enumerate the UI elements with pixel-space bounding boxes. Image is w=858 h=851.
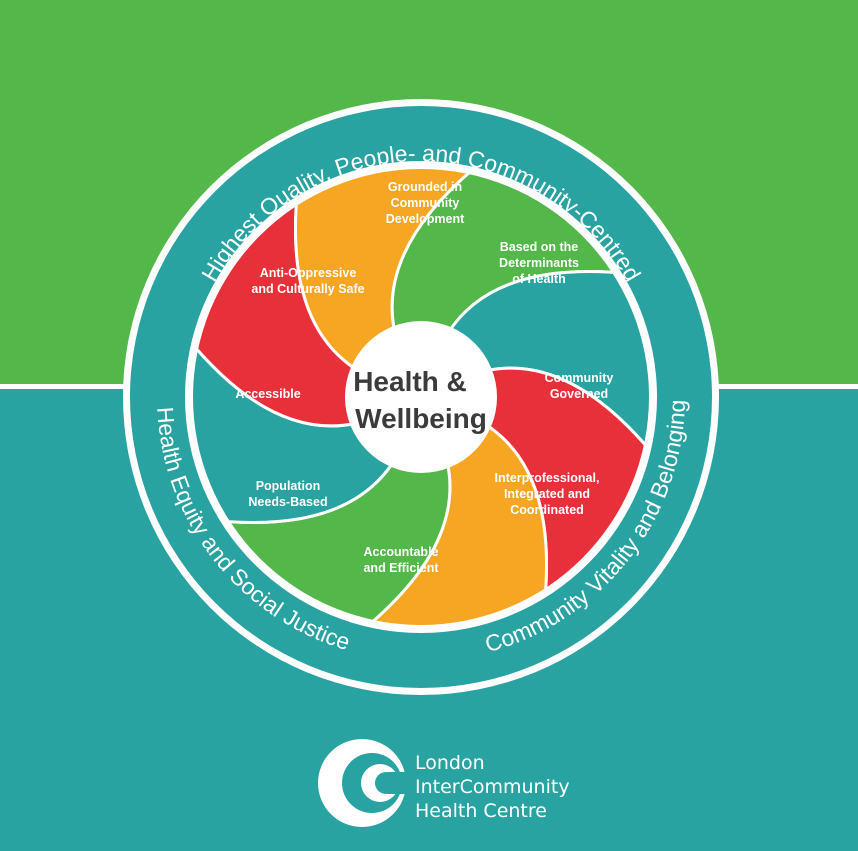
center-circle xyxy=(345,321,497,473)
center-title-line2: Wellbeing xyxy=(355,403,487,434)
logo-line-3: Health Centre xyxy=(415,800,547,822)
center-title-line1: Health & xyxy=(353,366,467,397)
segment-label-6: Accessible xyxy=(235,387,300,401)
segments-group xyxy=(193,169,649,625)
logo-line-1: London xyxy=(415,752,485,774)
swirl-logo-icon xyxy=(318,739,418,827)
logo-line-2: InterCommunity xyxy=(415,776,570,798)
logo-wordmark: London InterCommunity Health Centre xyxy=(415,751,570,823)
segment-7 xyxy=(293,169,483,372)
